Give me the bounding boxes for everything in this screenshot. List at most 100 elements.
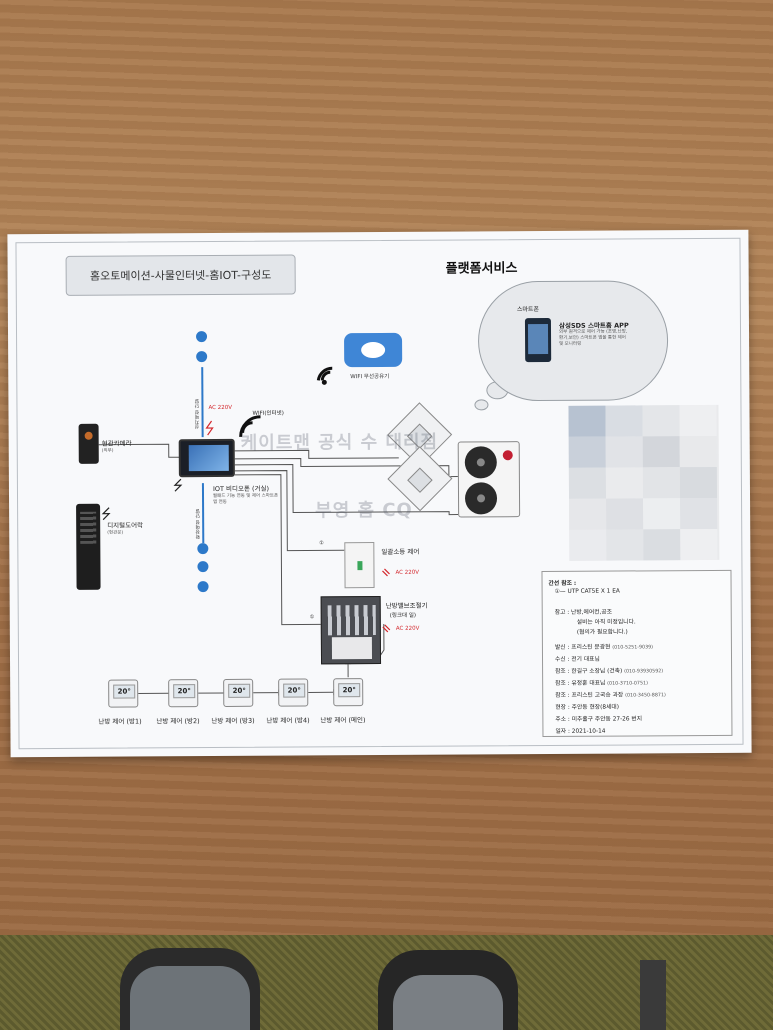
outdoor-aircon-unit-icon xyxy=(457,441,521,518)
ac-mark-valve xyxy=(382,624,391,633)
info-row-ref-3: 참조 : 프리스틴 고국승 과장 (010-3450-8871) xyxy=(555,689,666,699)
info-row-label: 발신 : 프리스틴 문광현 xyxy=(554,644,611,651)
smartphone-icon xyxy=(524,317,552,363)
diagram-title: 홈오토메이션-사물인터넷-홈IOT-구성도 xyxy=(65,254,296,296)
router-label: WIFI 무선공유기 xyxy=(350,373,390,381)
bottom-dot-2 xyxy=(197,561,209,573)
info-row-site: 현장 : 주안동 현장(8세대) xyxy=(555,702,619,711)
thermostat-room2-label: 난방 제어 (방2) xyxy=(156,717,200,726)
bottom-vertical-label: 확장예정 단말 xyxy=(196,508,202,540)
light-label: 일괄소등 제어 xyxy=(381,547,420,556)
pixel-cell xyxy=(680,497,718,530)
wire-valve xyxy=(234,474,321,626)
pixel-cell xyxy=(568,405,606,437)
videophone-desc: 월패드 기능 연동 및 제어 스마트폰 앱 연동 xyxy=(213,493,279,506)
cloud-bubble-2 xyxy=(474,399,489,411)
thermostat-room2-icon: 20° xyxy=(168,679,199,708)
app-description: 외부 원격으로 제어 가능 (조명,난방,환기,보안) 스마트폰 앱을 통한 제… xyxy=(559,329,628,347)
diagram-paper: 홈오토메이션-사물인터넷-홈IOT-구성도 플랫폼서비스 스마트폰 삼성SDS … xyxy=(7,229,752,758)
heating-valve-manifold-icon xyxy=(320,595,382,665)
pixel-cell xyxy=(679,466,718,499)
thermostat-main-icon: 20° xyxy=(333,678,364,707)
info-cable: ①— UTP CAT5E X 1 EA xyxy=(554,588,620,595)
info-row-date: 일자 : 2021-10-14 xyxy=(555,726,605,735)
thermostat-main-label: 난방 제어 (메인) xyxy=(320,716,366,725)
thermostat-room1-icon: 20° xyxy=(108,679,139,708)
pixelated-redaction xyxy=(568,404,720,561)
manifold-controller xyxy=(331,637,373,660)
bottom-vertical-line xyxy=(201,483,205,544)
person-left-shoe xyxy=(120,948,260,1030)
pixel-cell xyxy=(606,529,644,561)
light-marker: ① xyxy=(319,540,324,547)
info-row-address: 주소 : 미추홀구 주안동 27-26 번지 xyxy=(555,713,642,723)
smartphone-label: 스마트폰 xyxy=(516,306,539,314)
valve-label: 난방밸브조절기 xyxy=(385,601,428,610)
videophone-screen xyxy=(188,444,229,472)
bolt-doorlock xyxy=(101,507,111,521)
thermostat-room4-label: 난방 제어 (방4) xyxy=(266,716,310,725)
person-left-pant xyxy=(130,966,250,1030)
info-row-ref-2: 참조 : 유정훈 대표님 (010-3710-0751) xyxy=(555,677,648,687)
info-row-ref-1: 참조 : 한길구 소장님 (건축) (010-93930592) xyxy=(555,665,663,675)
thermostat-room4-icon: 20° xyxy=(278,678,309,707)
pixel-cell xyxy=(605,436,643,468)
info-row-sender: 발신 : 프리스틴 문광현 (010-5251-9039) xyxy=(555,641,653,651)
valve-ac-label: AC 220V xyxy=(395,625,420,632)
info-note-3: (협의가 필요합니다.) xyxy=(576,629,628,636)
thermostat-display: 20° xyxy=(113,684,136,699)
cloud-service: 스마트폰 삼성SDS 스마트홈 APP 외부 원격으로 제어 가능 (조명,난방… xyxy=(477,280,669,402)
pixel-cell xyxy=(679,404,717,437)
info-row-label: 참조 : 유정훈 대표님 xyxy=(555,680,606,687)
info-row-label: 참조 : 한길구 소장님 (건축) xyxy=(555,668,623,675)
doorlock-label: 디지털도어락 xyxy=(107,521,144,530)
ac-mark-light xyxy=(382,568,390,577)
top-dot-2 xyxy=(196,351,208,363)
outdoor-fan-1 xyxy=(464,446,497,479)
pixel-cell xyxy=(605,467,644,499)
platform-service-title: 플랫폼서비스 xyxy=(445,261,518,277)
digital-doorlock-icon xyxy=(76,503,101,590)
doorlock-keypad xyxy=(80,511,97,544)
bottom-dot-1 xyxy=(197,543,209,555)
videophone-label: IOT 비디오폰 (거실) xyxy=(212,484,270,494)
manifold-pipes xyxy=(327,605,376,636)
door-camera-label: 현관카메라 xyxy=(101,439,132,448)
info-title: 간선 참조 : xyxy=(548,580,577,587)
ac-bolt-videophone xyxy=(205,420,214,436)
pixel-cell xyxy=(680,528,718,561)
pixel-cell xyxy=(642,467,681,499)
person-right-shoe xyxy=(378,950,518,1030)
chair-leg xyxy=(640,960,666,1030)
info-row-label: 주소 : 미추홀구 주안동 27-26 번지 xyxy=(555,716,643,723)
pixel-cell xyxy=(568,467,607,499)
pixel-cell xyxy=(642,405,680,437)
wire-outdoor xyxy=(234,464,459,516)
top-vertical-label: 설치예정 단말 xyxy=(195,398,201,430)
brand-logo-icon xyxy=(502,450,513,461)
light-ac-label: AC 220V xyxy=(395,569,420,576)
wifi-icon-router xyxy=(316,366,333,385)
info-note-1: 참고 : 난방,에어컨,공조 xyxy=(554,609,613,616)
doorlock-sub: (현관문) xyxy=(107,530,124,536)
thermostat-display: 20° xyxy=(283,683,306,698)
thermostat-display: 20° xyxy=(228,683,251,698)
info-row-number: (010-3710-0751) xyxy=(607,681,648,687)
pixel-cell xyxy=(642,436,680,468)
wifi-icon-videophone xyxy=(239,415,261,437)
thermostat-room3-icon: 20° xyxy=(223,678,254,707)
wire-thermostats xyxy=(138,691,334,694)
pixel-cell xyxy=(679,435,717,468)
pixel-cell xyxy=(568,436,606,468)
videophone-ac-label: AC 220V xyxy=(208,404,233,412)
pixel-cell xyxy=(606,498,644,530)
wire-aircon-1 xyxy=(234,449,399,459)
thermostat-room3-label: 난방 제어 (방3) xyxy=(211,716,255,726)
wire-camera xyxy=(98,443,181,458)
pixel-cell xyxy=(643,529,681,561)
pixel-cell xyxy=(569,498,607,530)
info-row-label: 일자 : 2021-10-14 xyxy=(555,728,606,735)
info-row-label: 현장 : 주안동 현장(8세대) xyxy=(555,704,620,711)
pixel-cell xyxy=(643,498,681,530)
thermostat-display: 20° xyxy=(173,684,196,699)
